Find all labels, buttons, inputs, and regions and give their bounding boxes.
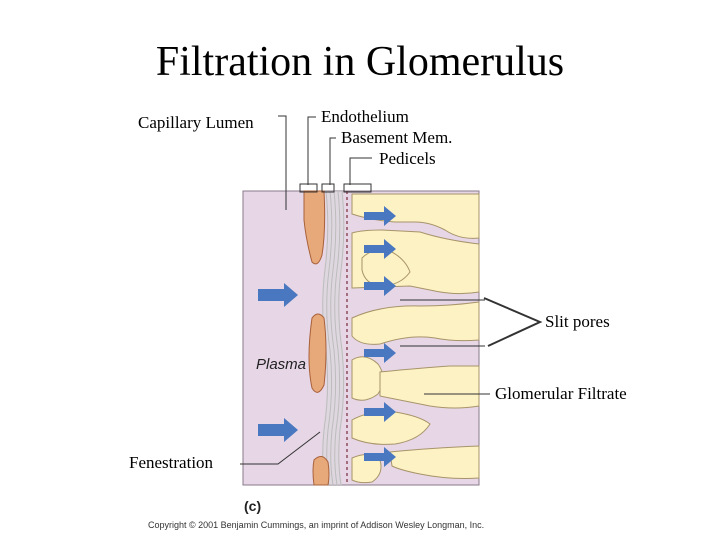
pedicels-bracket <box>343 183 372 193</box>
arrow-3 <box>364 206 396 226</box>
copyright-notice: Copyright © 2001 Benjamin Cummings, an i… <box>148 520 485 530</box>
endothelium-cell-2 <box>308 313 327 393</box>
pedicel-8 <box>389 445 480 479</box>
arrow-6 <box>364 343 396 363</box>
endothelium-bracket <box>299 183 318 193</box>
endothelium-cell-1 <box>303 190 326 265</box>
arrow-4 <box>364 239 396 259</box>
glomerular-filtrate-label: Glomerular Filtrate <box>495 384 627 403</box>
pedicel-4 <box>351 301 480 345</box>
capillary-lumen-leader <box>278 115 287 210</box>
capillary-lumen-label: Capillary Lumen <box>138 113 254 132</box>
fenestration-label: Fenestration <box>129 453 214 472</box>
basement-membrane-label: Basement Mem. <box>341 128 453 147</box>
arrow-7 <box>364 402 396 422</box>
basement-mem-leader <box>329 137 336 185</box>
basement-bracket <box>321 183 335 193</box>
page-title: Filtration in Glomerulus <box>155 39 565 85</box>
arrow-5 <box>364 276 396 296</box>
plasma-label: Plasma <box>256 356 307 373</box>
endothelium-leader <box>307 116 316 185</box>
pedicels-leader <box>349 157 372 185</box>
endothelium-label: Endothelium <box>321 107 409 126</box>
fenestration-leader <box>240 431 321 465</box>
arrow-8 <box>364 447 396 467</box>
arrow-2 <box>258 418 298 442</box>
pedicels-label: Pedicels <box>379 149 436 168</box>
endothelium-cell-3 <box>312 456 330 486</box>
endothelium-cells <box>303 190 330 486</box>
arrow-1 <box>258 283 298 307</box>
leader-lines <box>240 115 543 465</box>
pedicel-6 <box>379 365 480 409</box>
figure-letter: (c) <box>244 498 262 514</box>
basement-membrane-fill <box>321 191 345 485</box>
filtration-arrows <box>258 206 396 467</box>
slit-pores-chevron <box>483 297 543 347</box>
slit-pores-label: Slit pores <box>545 312 610 331</box>
